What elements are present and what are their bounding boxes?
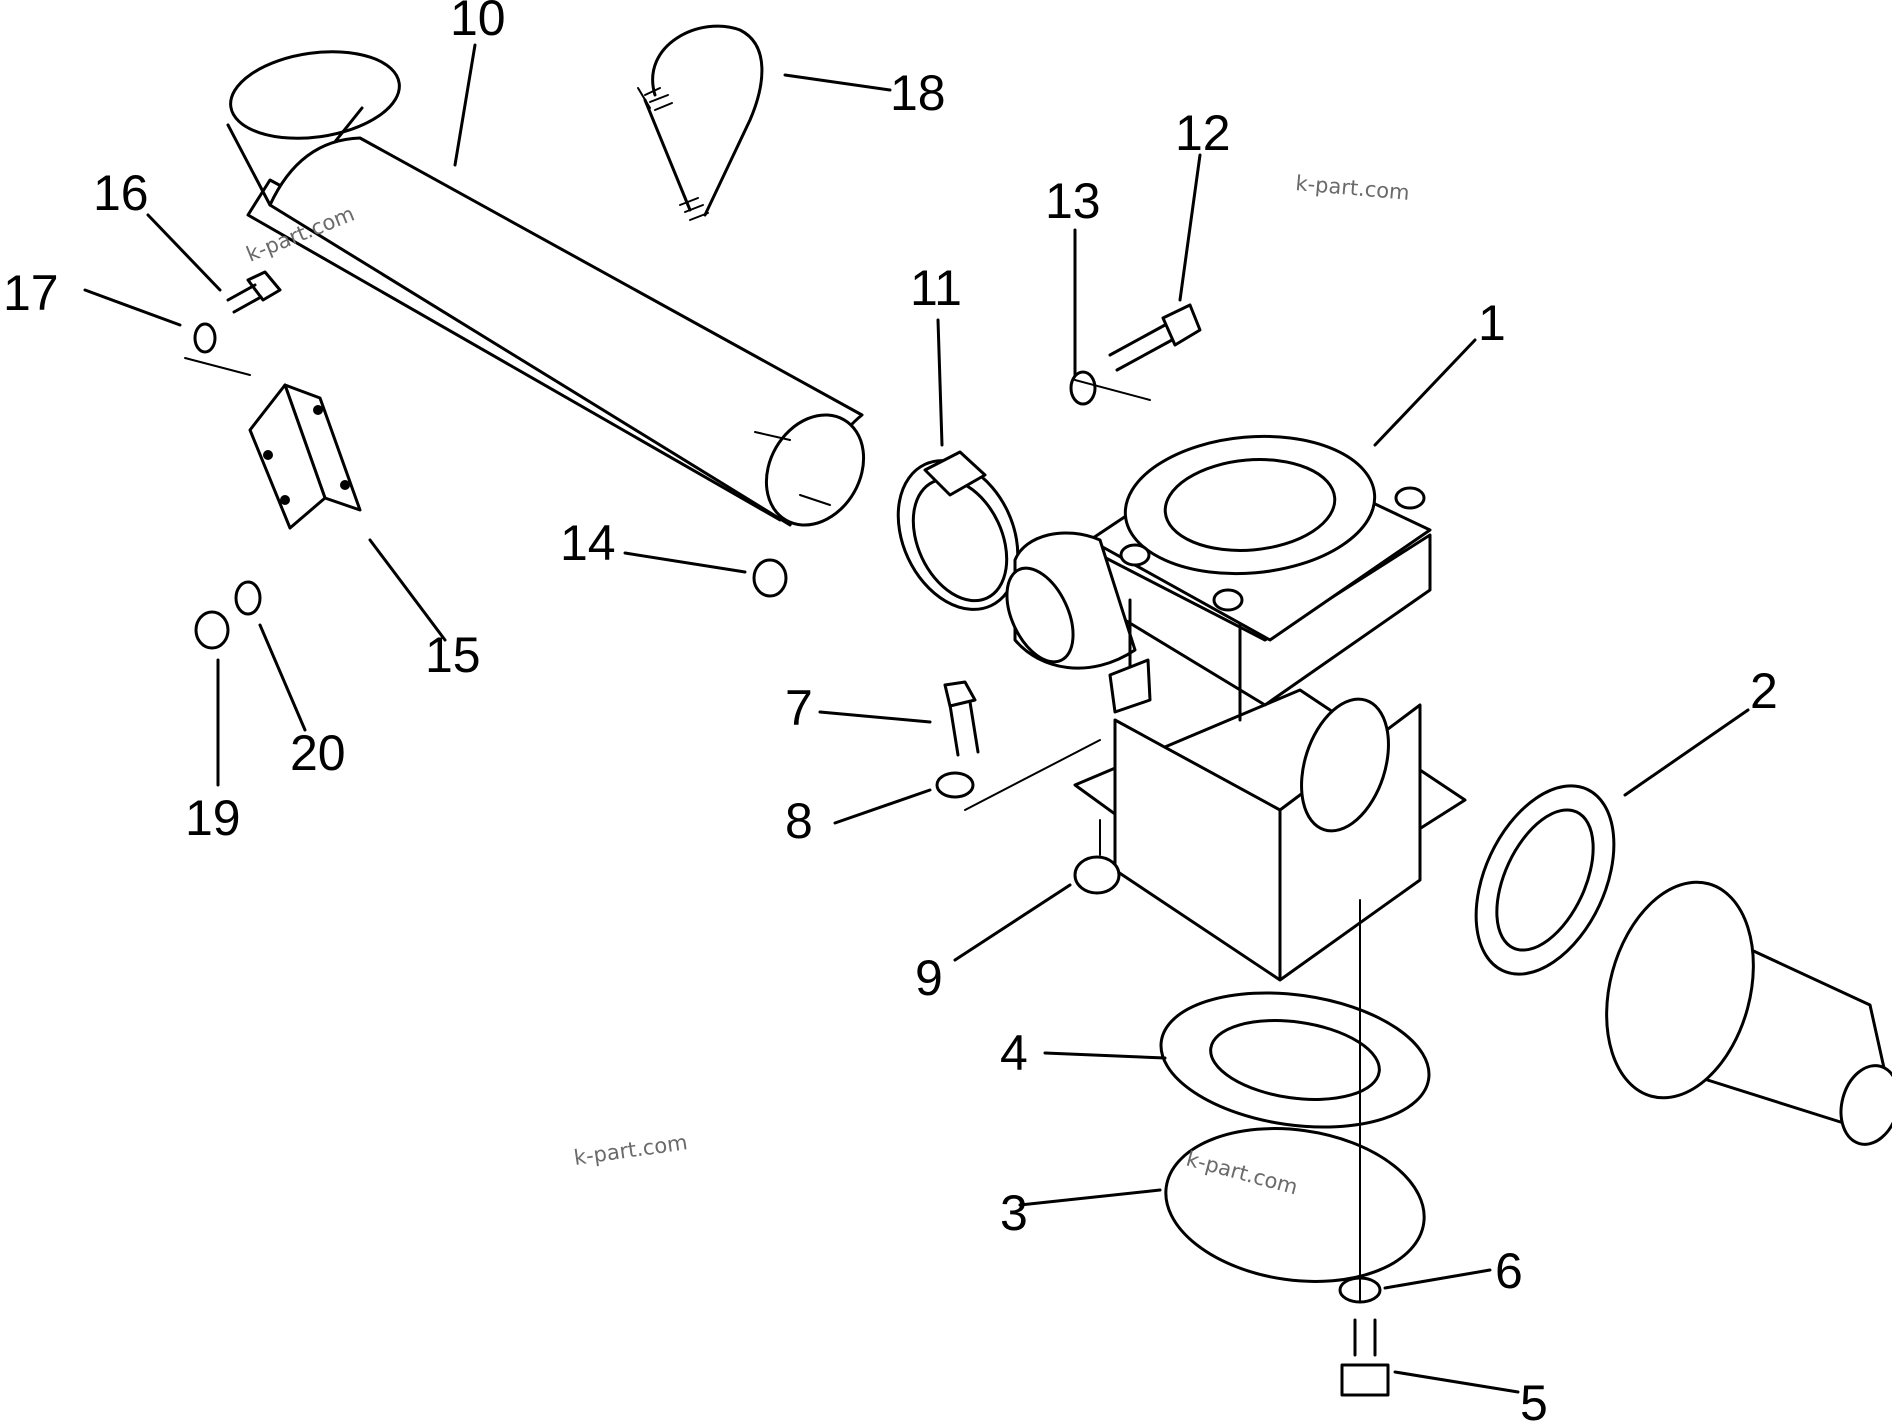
u-bolt-part-18 bbox=[637, 24, 764, 221]
bolt-part-5 bbox=[1340, 1318, 1390, 1397]
nut-part-19 bbox=[194, 610, 230, 650]
callout-7: 7 bbox=[785, 680, 813, 736]
bolt-part-12 bbox=[1108, 303, 1202, 372]
housing-part-1 bbox=[1005, 434, 1467, 982]
clamp-part-11 bbox=[896, 450, 1020, 611]
callout-15: 15 bbox=[425, 627, 481, 683]
bolt-part-16 bbox=[226, 270, 282, 314]
callout-8: 8 bbox=[785, 793, 813, 849]
outlet-pipe bbox=[1605, 880, 1892, 1146]
callout-3: 3 bbox=[1000, 1185, 1028, 1241]
nut-part-14 bbox=[752, 558, 788, 598]
washer-part-13 bbox=[1069, 370, 1097, 406]
washer-part-17 bbox=[193, 322, 217, 354]
callout-12: 12 bbox=[1175, 105, 1231, 161]
callout-20: 20 bbox=[290, 725, 346, 781]
callout-1: 1 bbox=[1478, 295, 1506, 351]
callout-6: 6 bbox=[1495, 1243, 1523, 1299]
bracket-part-15 bbox=[248, 383, 362, 530]
callout-5: 5 bbox=[1520, 1375, 1548, 1421]
callout-labels: 1 2 3 4 5 6 7 8 9 10 11 12 13 14 15 16 1… bbox=[3, 0, 1778, 1421]
callout-13: 13 bbox=[1045, 173, 1101, 229]
nut-part-9 bbox=[1073, 855, 1121, 895]
washer-part-8 bbox=[935, 771, 975, 799]
assembly-lines bbox=[184, 357, 1361, 1301]
watermark-top-right: k-part.com bbox=[1295, 171, 1411, 205]
watermark-bottom-left: k-part.com bbox=[572, 1130, 689, 1170]
callout-17: 17 bbox=[3, 265, 59, 321]
callout-14: 14 bbox=[560, 515, 616, 571]
leader-lines bbox=[83, 43, 1750, 1394]
callout-2: 2 bbox=[1750, 663, 1778, 719]
callout-18: 18 bbox=[890, 65, 946, 121]
callout-16: 16 bbox=[93, 165, 149, 221]
gasket-part-2 bbox=[1474, 784, 1616, 976]
washer-part-20 bbox=[234, 580, 262, 616]
callout-19: 19 bbox=[185, 790, 241, 846]
cover-plate-part-3 bbox=[1164, 1127, 1426, 1283]
bolt-part-7 bbox=[943, 680, 980, 757]
gasket-part-4 bbox=[1159, 991, 1431, 1129]
callout-4: 4 bbox=[1000, 1025, 1028, 1081]
callout-9: 9 bbox=[915, 950, 943, 1006]
callout-10: 10 bbox=[450, 0, 506, 46]
callout-11: 11 bbox=[910, 260, 962, 316]
tube-part-10 bbox=[226, 50, 866, 527]
